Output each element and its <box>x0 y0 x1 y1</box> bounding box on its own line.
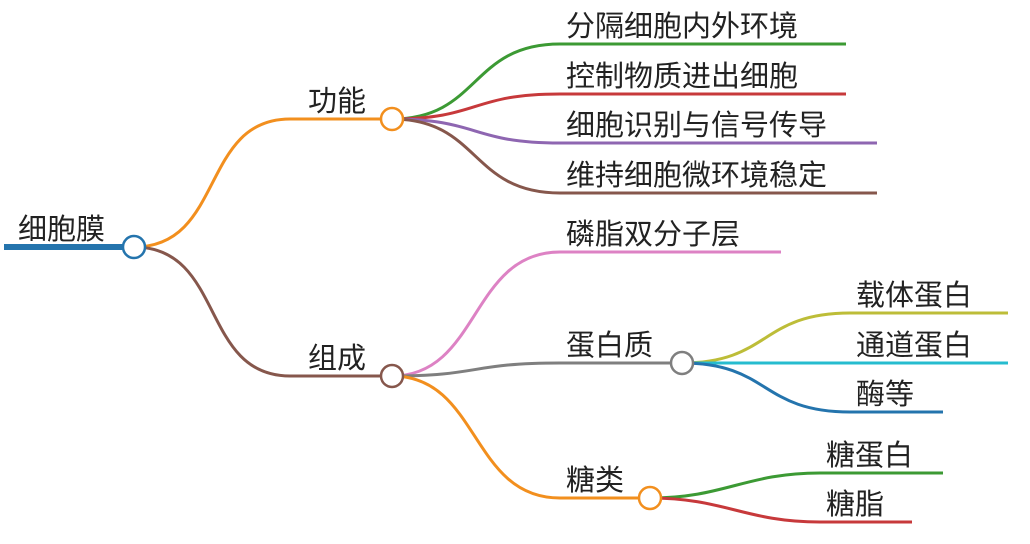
function-item-2-label[interactable]: 控制物质进出细胞 <box>566 59 798 93</box>
channel-protein-label[interactable]: 通道蛋白 <box>856 328 972 362</box>
link-root-composition <box>132 245 394 378</box>
protein-label[interactable]: 蛋白质 <box>566 328 653 362</box>
root-collapse-toggle[interactable] <box>121 234 147 260</box>
glycolipid-label[interactable]: 糖脂 <box>826 487 884 521</box>
phospholipid-label[interactable]: 磷脂双分子层 <box>566 217 740 251</box>
link-function-item-2 <box>390 92 562 121</box>
function-item-1-label[interactable]: 分隔细胞内外环境 <box>566 9 798 43</box>
link-protein-carrier <box>680 311 852 365</box>
composition-collapse-toggle[interactable] <box>379 363 405 389</box>
function-collapse-toggle[interactable] <box>379 106 405 132</box>
collapse-knots[interactable] <box>121 106 695 511</box>
sugar-label[interactable]: 糖类 <box>566 463 624 497</box>
link-composition-protein <box>390 361 684 378</box>
link-sugar-glycolipid <box>648 496 822 524</box>
protein-collapse-toggle[interactable] <box>669 350 695 376</box>
glycoprotein-label[interactable]: 糖蛋白 <box>826 438 913 472</box>
composition-label[interactable]: 组成 <box>308 341 366 375</box>
function-label[interactable]: 功能 <box>308 84 366 118</box>
function-item-4-label[interactable]: 维持细胞微环境稳定 <box>566 158 827 192</box>
leaf-underlines <box>560 42 1008 524</box>
link-composition-sugar <box>390 374 652 500</box>
link-function-item-4 <box>390 117 562 195</box>
connectors <box>132 42 852 524</box>
link-root-function <box>132 117 394 249</box>
link-function-item-1 <box>390 42 562 121</box>
link-protein-enzyme <box>680 361 852 414</box>
link-sugar-glycoprotein <box>648 471 822 500</box>
node-labels: 细胞膜 功能 分隔细胞内外环境 控制物质进出细胞 细胞识别与信号传导 维持细胞微… <box>18 9 972 521</box>
enzyme-label[interactable]: 酶等 <box>856 377 914 411</box>
sugar-collapse-toggle[interactable] <box>637 485 663 511</box>
function-item-3-label[interactable]: 细胞识别与信号传导 <box>566 108 827 142</box>
link-function-item-3 <box>390 117 562 145</box>
link-composition-phospholipid <box>390 250 562 378</box>
carrier-protein-label[interactable]: 载体蛋白 <box>856 278 972 312</box>
root-label[interactable]: 细胞膜 <box>18 212 105 246</box>
